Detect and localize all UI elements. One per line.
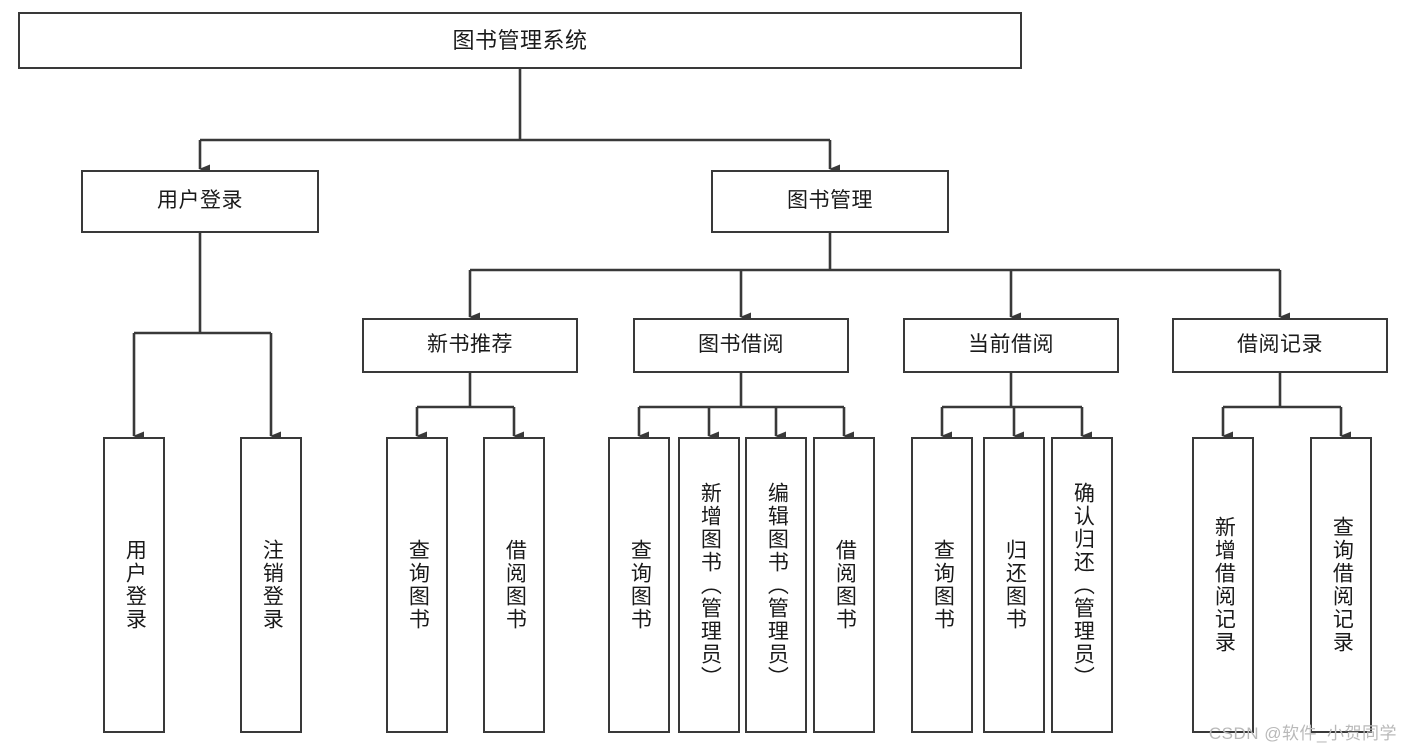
- node-book-manage: 图书管理: [711, 170, 949, 233]
- node-leaf-query-rec: 查询借阅记录: [1310, 437, 1372, 733]
- node-label: 用户登录: [123, 539, 147, 631]
- node-label: 查询图书: [406, 539, 430, 631]
- node-label: 查询借阅记录: [1330, 516, 1354, 654]
- node-book-borrow: 图书借阅: [633, 318, 849, 373]
- node-leaf-query-2: 查询图书: [608, 437, 670, 733]
- node-label: 归还图书: [1003, 539, 1027, 631]
- node-label: 注销登录: [260, 539, 284, 631]
- node-label: 新书推荐: [427, 333, 513, 357]
- node-leaf-query-3: 查询图书: [911, 437, 973, 733]
- node-label: 图书管理: [787, 189, 873, 213]
- node-leaf-add-record: 新增借阅记录: [1192, 437, 1254, 733]
- node-new-book-rec: 新书推荐: [362, 318, 578, 373]
- node-label: 用户登录: [157, 189, 243, 213]
- node-label: 图书借阅: [698, 333, 784, 357]
- node-label: 查询图书: [628, 539, 652, 631]
- node-label: 借阅记录: [1237, 333, 1323, 357]
- node-label: 借阅图书: [833, 539, 857, 631]
- node-label: 编辑图书（管理员）: [765, 481, 789, 689]
- node-root: 图书管理系统: [18, 12, 1022, 69]
- node-label: 确认归还（管理员）: [1071, 481, 1095, 689]
- node-leaf-user-login: 用户登录: [103, 437, 165, 733]
- node-label: 当前借阅: [968, 333, 1054, 357]
- node-borrow-record: 借阅记录: [1172, 318, 1388, 373]
- node-label: 新增借阅记录: [1212, 516, 1236, 654]
- node-user-login: 用户登录: [81, 170, 319, 233]
- node-label: 新增图书（管理员）: [698, 481, 722, 689]
- node-leaf-borrow-1: 借阅图书: [483, 437, 545, 733]
- node-label: 图书管理系统: [452, 27, 588, 53]
- node-leaf-edit-book: 编辑图书（管理员）: [745, 437, 807, 733]
- node-label: 查询图书: [931, 539, 955, 631]
- node-leaf-confirm: 确认归还（管理员）: [1051, 437, 1113, 733]
- node-leaf-logout: 注销登录: [240, 437, 302, 733]
- watermark-text: CSDN @软件_小贺同学: [1208, 724, 1397, 743]
- node-leaf-return: 归还图书: [983, 437, 1045, 733]
- node-leaf-borrow-2: 借阅图书: [813, 437, 875, 733]
- node-leaf-query-1: 查询图书: [386, 437, 448, 733]
- node-leaf-add-book: 新增图书（管理员）: [678, 437, 740, 733]
- node-label: 借阅图书: [503, 539, 527, 631]
- node-current-borrow: 当前借阅: [903, 318, 1119, 373]
